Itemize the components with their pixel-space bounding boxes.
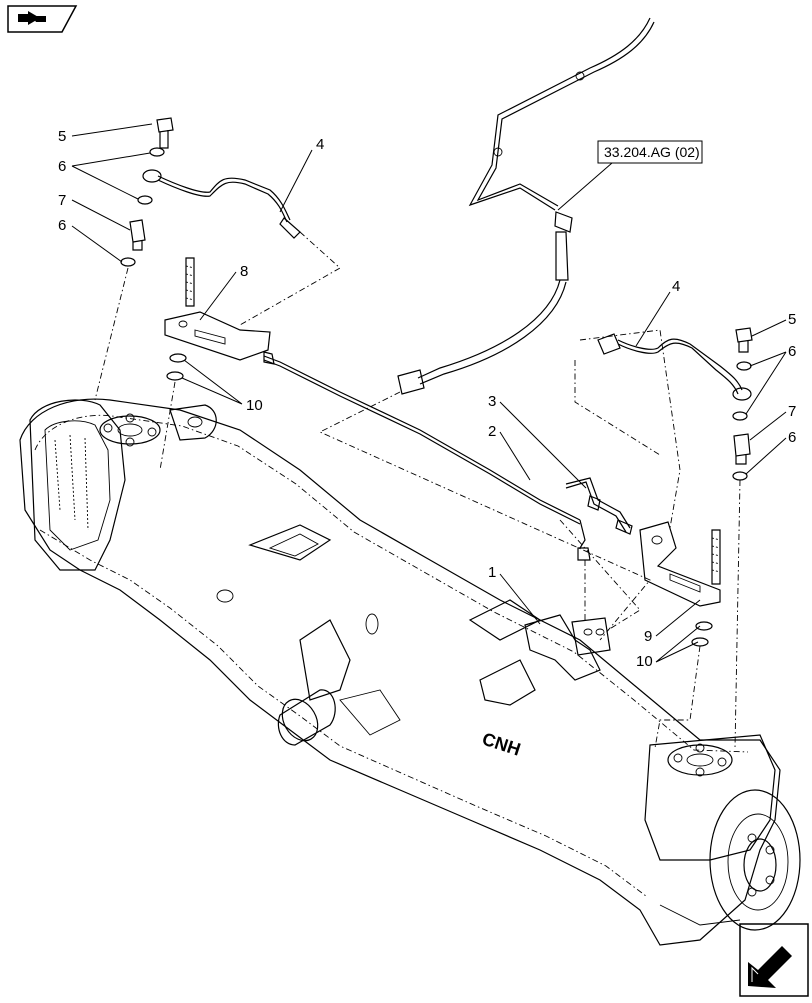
return-arrow-icon[interactable] <box>6 4 78 34</box>
callouts: 5 6 7 6 4 8 10 3 2 1 4 5 6 7 6 9 <box>58 123 796 670</box>
reference-box[interactable]: 33.204.AG (02) <box>597 140 703 164</box>
tee-pipe <box>565 477 633 535</box>
reference-box-label: 33.204.AG (02) <box>604 144 700 160</box>
callout-3: 3 <box>488 393 496 410</box>
left-fitting-stack <box>94 117 174 401</box>
callout-8: 8 <box>240 263 248 280</box>
main-brake-pipe <box>263 351 591 561</box>
callout-5-right: 5 <box>788 311 796 328</box>
callout-4-right: 4 <box>672 278 680 295</box>
right-brake-pipe <box>597 333 752 401</box>
callout-1: 1 <box>488 564 496 581</box>
center-bracket <box>524 614 611 681</box>
axle-logo-text: CNH <box>480 729 523 760</box>
callout-10-right: 10 <box>636 653 653 670</box>
left-bracket <box>159 257 271 471</box>
left-brake-pipe <box>157 175 341 326</box>
callout-5-left: 5 <box>58 128 66 145</box>
callout-2: 2 <box>488 423 496 440</box>
right-bracket <box>639 521 721 749</box>
axle-housing <box>19 398 801 946</box>
central-hose <box>397 17 655 395</box>
callout-6-left-b: 6 <box>58 217 66 234</box>
callout-9: 9 <box>644 628 652 645</box>
callout-6-left-a: 6 <box>58 158 66 175</box>
navigate-arrow-icon[interactable] <box>738 922 810 998</box>
callout-6-right-a: 6 <box>788 343 796 360</box>
callout-7-right: 7 <box>788 403 796 420</box>
reference-leader <box>557 162 613 211</box>
callout-10-left: 10 <box>246 397 263 414</box>
right-fitting-stack <box>732 327 753 749</box>
callout-4-left: 4 <box>316 136 324 153</box>
callout-6-right-b: 6 <box>788 429 796 446</box>
callout-7-left: 7 <box>58 192 66 209</box>
